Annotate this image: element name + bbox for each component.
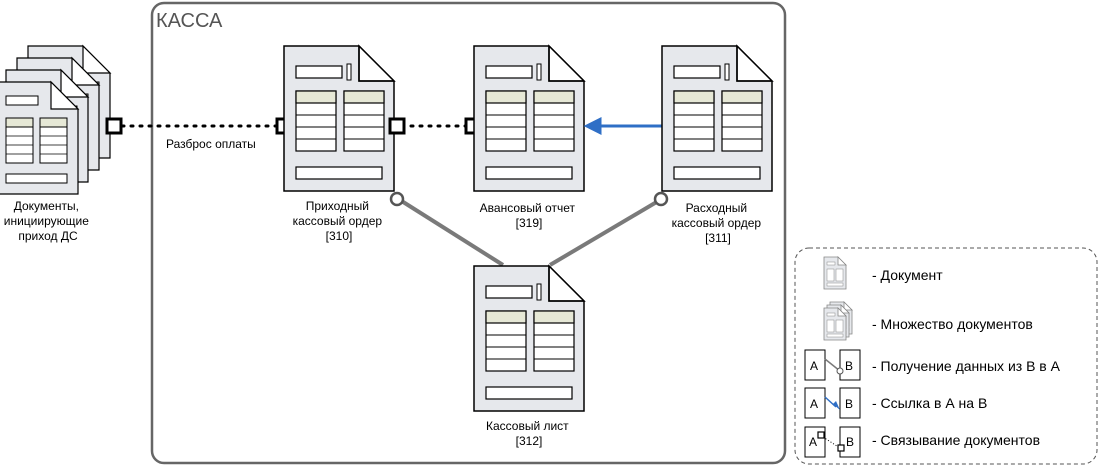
kassa-frame	[150, 1, 787, 465]
initiating-documents-label: Документы, инициирующие приход ДС	[4, 199, 92, 243]
kass-list-label: Кассовый лист [312]	[486, 419, 572, 448]
prihod-label: Приходный кассовый ордер [310]	[293, 199, 386, 243]
legend-label-many-documents: - Множество документов	[872, 316, 1033, 332]
kass-list-document[interactable]	[473, 265, 585, 412]
avans-document[interactable]	[473, 45, 585, 192]
svg-text:A: A	[810, 397, 818, 411]
svg-text:B: B	[845, 359, 853, 373]
prihod-document[interactable]	[283, 45, 395, 192]
legend-label-document: - Документ	[872, 267, 943, 283]
svg-text:B: B	[845, 397, 853, 411]
legend-label-binding: - Связывание документов	[872, 432, 1040, 448]
data-node-rashod	[653, 191, 669, 207]
legend-label-data-link: - Получение данных из B в A	[872, 358, 1061, 374]
binding-node-prihod-right	[388, 117, 406, 135]
reference-arrow-icon: A B	[804, 387, 861, 419]
data-node-prihod	[389, 191, 405, 207]
initiating-documents-stack[interactable]	[0, 45, 111, 195]
avans-label: Авансовый отчет [319]	[480, 201, 579, 230]
payment-spread-label: Разброс оплаты	[166, 137, 256, 151]
documents-stack-icon	[823, 301, 853, 341]
legend-label-reference: - Ссылка в А на В	[872, 395, 987, 411]
svg-text:A: A	[810, 359, 818, 373]
data-line-prihod-kass	[398, 198, 505, 267]
svg-text:B: B	[846, 435, 854, 449]
legend: - Документ - Множество документов A B - …	[794, 247, 1098, 465]
rashod-document[interactable]	[661, 45, 773, 192]
data-link-icon: A B	[804, 349, 861, 381]
rashod-label: Расходный кассовый ордер [311]	[672, 201, 765, 245]
kassa-title: КАССА	[156, 10, 223, 32]
document-icon	[823, 256, 847, 290]
binding-node-stack	[105, 117, 123, 135]
binding-icon: A B	[804, 426, 861, 458]
data-line-rashod-kass	[548, 198, 662, 267]
svg-text:A: A	[809, 435, 817, 449]
legend-frame	[794, 247, 1098, 465]
